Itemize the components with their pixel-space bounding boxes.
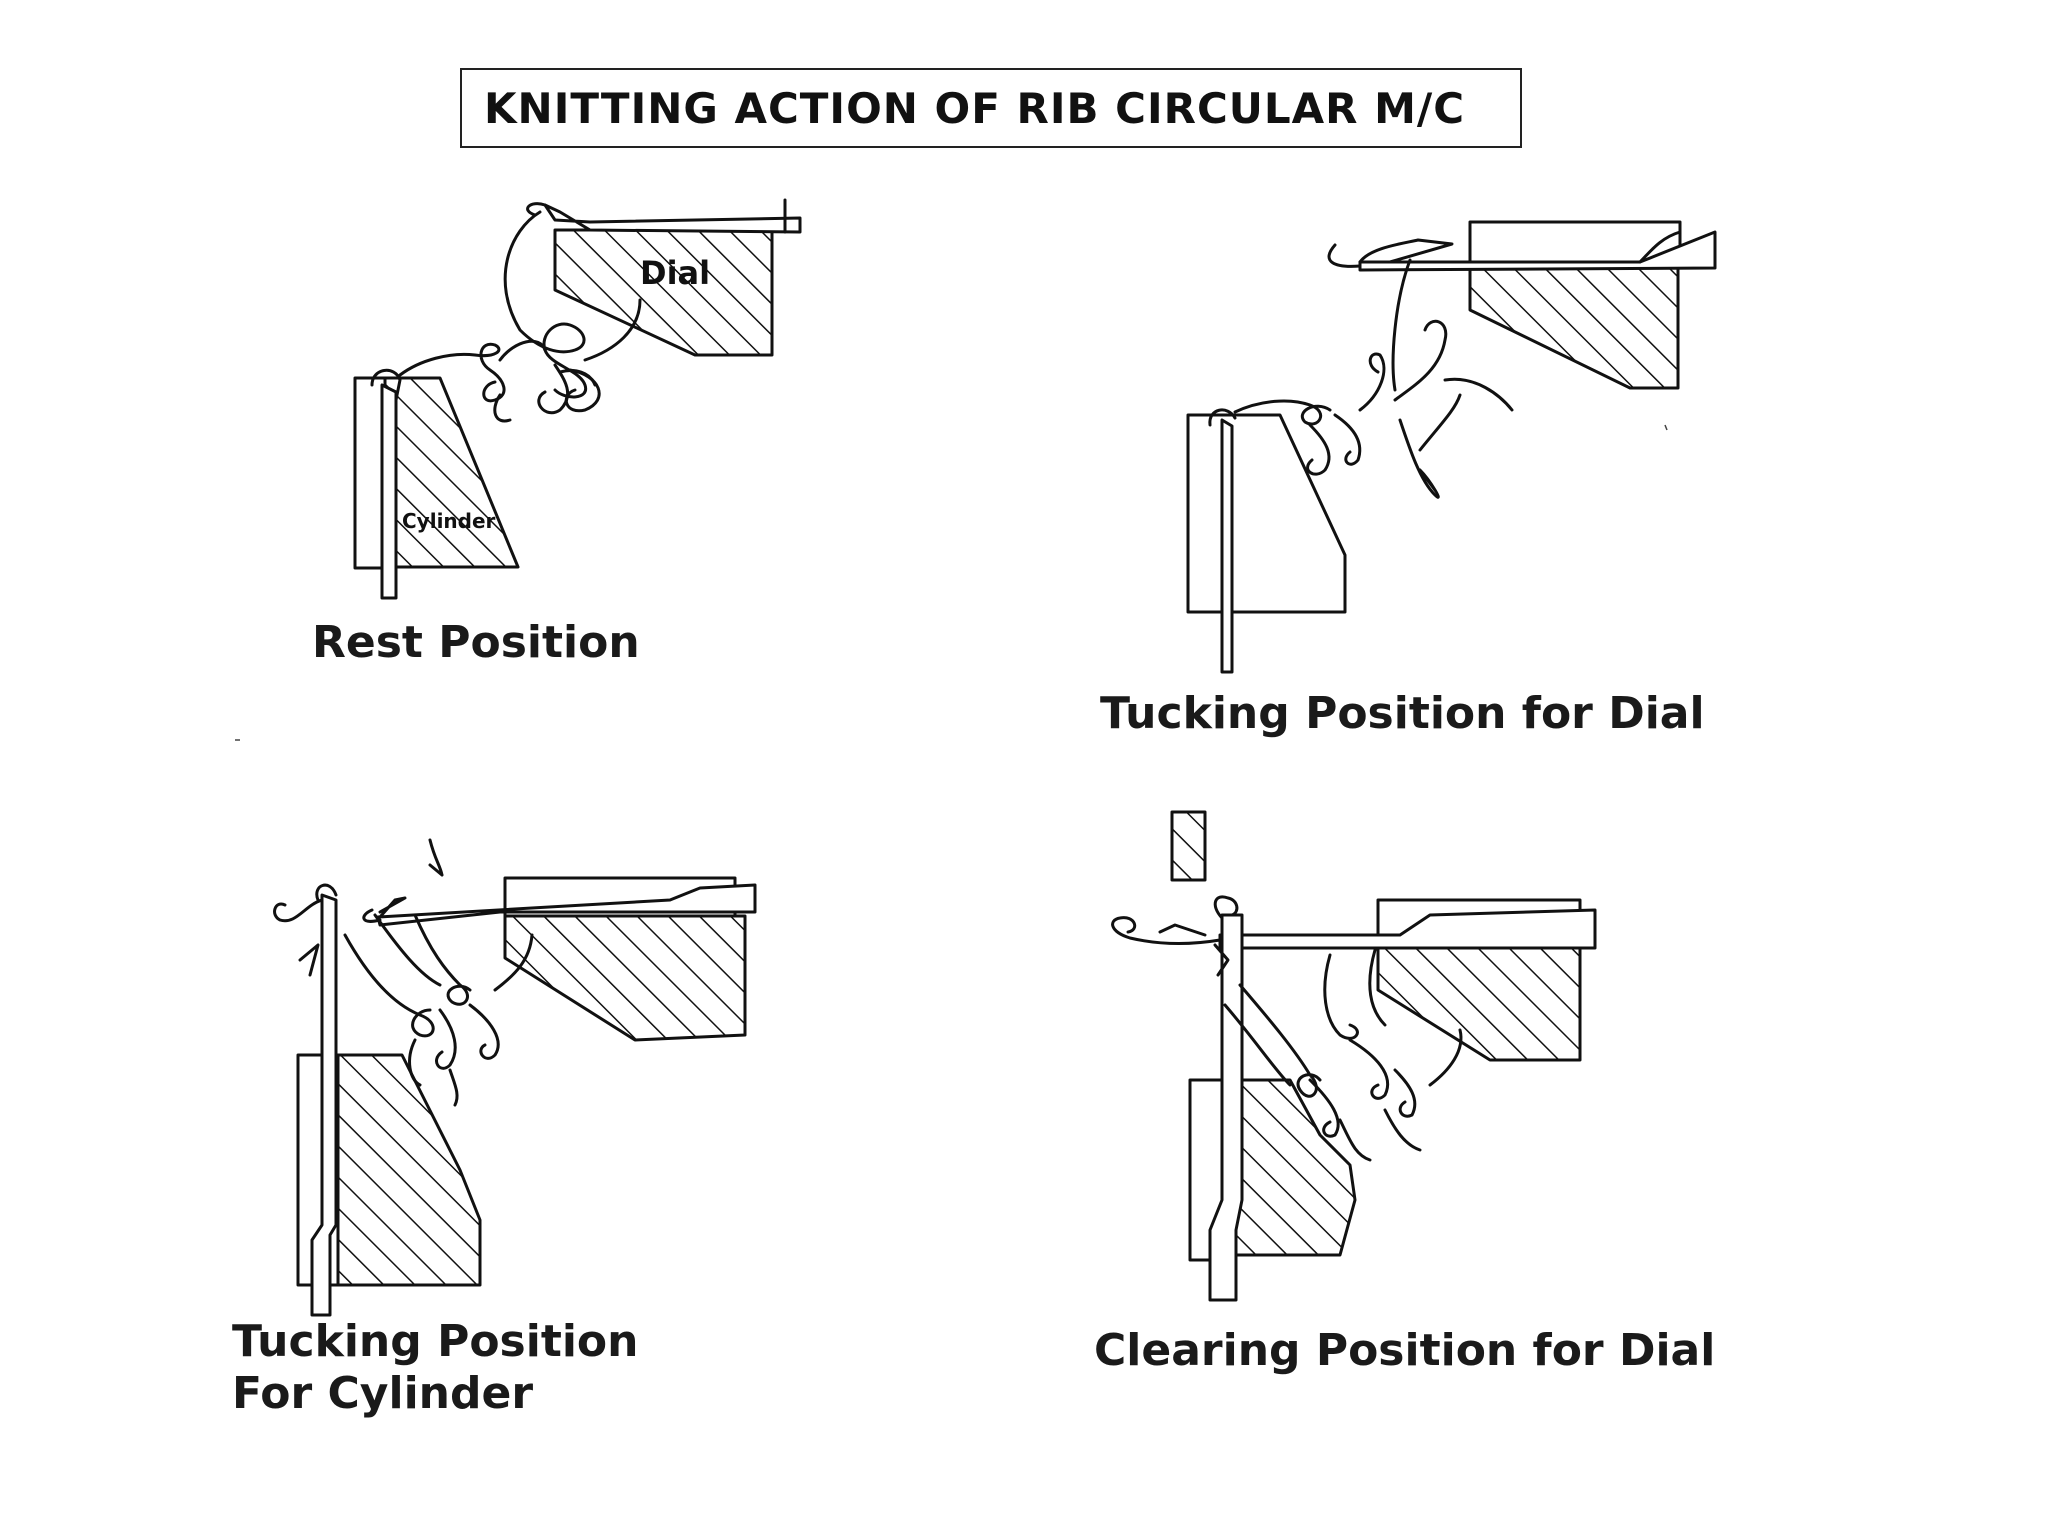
cylinder-needle xyxy=(1208,913,1244,1302)
caption-clearing-dial: Clearing Position for Dial xyxy=(1094,1325,1716,1376)
panel-tucking-dial xyxy=(1186,220,1717,674)
caption-tucking-cylinder: Tucking Position For Cylinder xyxy=(232,1316,638,1420)
cylinder-label: Cylinder xyxy=(402,509,496,533)
cylinder-block xyxy=(336,1053,482,1287)
dial-label: Dial xyxy=(640,254,710,292)
stray-marks xyxy=(235,424,1668,741)
caption-line-1: Tucking Position xyxy=(232,1316,639,1367)
cylinder-block xyxy=(1230,1078,1357,1257)
caption-line-2: For Cylinder xyxy=(232,1367,534,1419)
panel-tucking-cylinder xyxy=(273,838,757,1317)
caption-rest-position: Rest Position xyxy=(312,617,640,668)
dial-block xyxy=(503,914,747,1042)
cylinder-block xyxy=(383,376,520,569)
cylinder-needle xyxy=(1220,418,1234,674)
panel-rest-position xyxy=(353,198,802,600)
yarn-loops xyxy=(343,933,435,1038)
cylinder-block xyxy=(1186,413,1347,614)
cylinder-needle xyxy=(380,383,398,600)
dial-block xyxy=(1376,942,1582,1062)
caption-tucking-dial: Tucking Position for Dial xyxy=(1100,688,1705,739)
dial-needle xyxy=(1218,908,1597,950)
title-box: KNITTING ACTION OF RIB CIRCULAR M/C xyxy=(460,68,1522,148)
guard-block xyxy=(1170,810,1207,882)
yarn-loops xyxy=(503,210,588,399)
cylinder-needle xyxy=(310,893,338,1317)
dial-block xyxy=(553,228,774,357)
yarn-loops xyxy=(1233,399,1332,426)
dial-block xyxy=(1468,260,1680,390)
panel-clearing-dial xyxy=(1111,810,1597,1302)
page-title: KNITTING ACTION OF RIB CIRCULAR M/C xyxy=(484,83,1466,133)
dial-needle xyxy=(543,203,802,234)
